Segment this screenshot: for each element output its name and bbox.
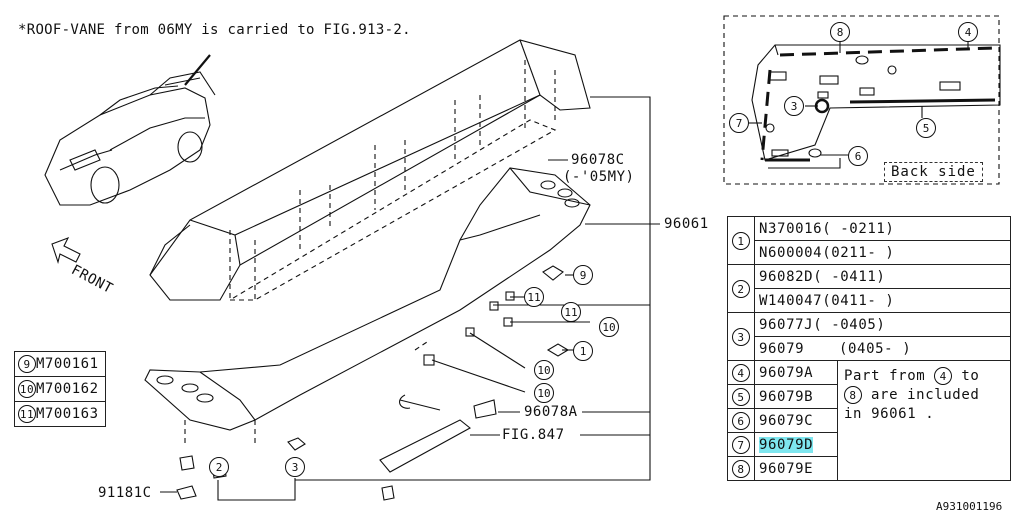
spoiler-lower: [144, 167, 591, 431]
part-code[interactable]: N370016: [759, 220, 823, 237]
row-code: M700162: [36, 381, 99, 397]
part-code[interactable]: 96079B: [759, 388, 814, 405]
table-row: 1 N370016( -0211): [727, 216, 1011, 265]
table-row: 3 96077J( -0405): [727, 312, 1011, 361]
part-code[interactable]: 96079A: [759, 364, 814, 381]
part-code[interactable]: 96077J: [759, 316, 814, 333]
row-num: 8: [732, 459, 750, 478]
inset-callout-6: 6: [848, 146, 868, 166]
row-num: 10: [18, 380, 36, 398]
hidden-lines: [184, 60, 557, 445]
part-range: ( -0405): [813, 316, 886, 333]
callout-10-c: 10: [534, 383, 554, 403]
part-code[interactable]: 96079E: [759, 460, 814, 477]
label-96078C-note: (-'05MY): [563, 169, 635, 185]
table-row: 2 96082D( -0411): [727, 264, 1011, 313]
part-range: (0405- ): [839, 340, 912, 357]
row-num: 11: [18, 405, 36, 423]
back-side-label: Back side: [884, 162, 983, 182]
inset-callout-4: 4: [958, 22, 978, 42]
row-code: M700161: [36, 356, 99, 372]
table-row: 4 96079A Part from 4 to 8 are included i…: [727, 360, 1011, 481]
inset-callout-7: 7: [729, 113, 749, 133]
spoiler-main: [149, 39, 591, 301]
inset-callout-3: 3: [784, 96, 804, 116]
callout-11-a: 11: [524, 287, 544, 307]
row-num: 9: [18, 355, 36, 373]
callout-2: 2: [209, 457, 229, 477]
part-code[interactable]: N600004: [759, 244, 823, 261]
row-num: 5: [732, 387, 750, 406]
part-code[interactable]: 96079C: [759, 412, 814, 429]
car-sketch: [44, 54, 216, 206]
part-range: (0411- ): [822, 292, 895, 309]
table-row: W140047(0411- ): [728, 288, 1011, 313]
row-num: 2: [732, 279, 750, 298]
part-range: ( -0411): [813, 268, 886, 285]
label-96078C: 96078C: [571, 152, 625, 168]
row-num: 3: [732, 327, 750, 346]
row-code: M700163: [36, 406, 99, 422]
callout-3: 3: [285, 457, 305, 477]
label-91181C: 91181C: [98, 485, 152, 501]
callout-9: 9: [573, 265, 593, 285]
row-num: 4: [732, 363, 750, 382]
table-row: 6 96079C: [727, 408, 1011, 433]
label-96078A: 96078A: [524, 404, 578, 420]
part-range: ( -0211): [822, 220, 895, 237]
callout-10-b: 10: [534, 360, 554, 380]
table-row: 8 96079E: [727, 456, 1011, 481]
table-row: 96079 (0405- ): [728, 336, 1011, 361]
high-mount-lamp: [379, 394, 471, 473]
part-code-highlighted[interactable]: 96079D: [759, 436, 814, 453]
table-row: 5 96079B: [727, 384, 1011, 409]
row-num: 6: [732, 411, 750, 430]
label-96061: 96061: [664, 216, 709, 232]
part-code[interactable]: W140047: [759, 292, 823, 309]
inset-callout-8: 8: [830, 22, 850, 42]
inset-callout-5: 5: [916, 118, 936, 138]
row-num: 1: [732, 231, 750, 250]
callout-1: 1: [573, 341, 593, 361]
part-code[interactable]: 96079: [759, 340, 805, 357]
roof-vane-note: *ROOF-VANE from 06MY is carried to FIG.9…: [18, 22, 411, 38]
corner-code: A931001196: [936, 500, 1002, 511]
part-code[interactable]: 96082D: [759, 268, 814, 285]
leader-lines: [160, 96, 660, 501]
back-side-inset: [723, 15, 1001, 185]
callout-11-b: 11: [561, 302, 581, 322]
row-num: 7: [732, 435, 750, 454]
callout-10-a: 10: [599, 317, 619, 337]
table-row: 7 96079D: [727, 432, 1011, 457]
fasteners: [176, 265, 570, 501]
included-note: Part from 4 to 8 are included in 96061 .: [837, 360, 1011, 481]
front-arrow-icon: [51, 236, 81, 264]
part-range: (0211- ): [822, 244, 895, 261]
parts-table: 1 N370016( -0211) N600004(0211- ) 2 9608…: [727, 216, 1011, 481]
table-row: N600004(0211- ): [728, 240, 1011, 265]
label-fig847: FIG.847: [502, 427, 565, 443]
